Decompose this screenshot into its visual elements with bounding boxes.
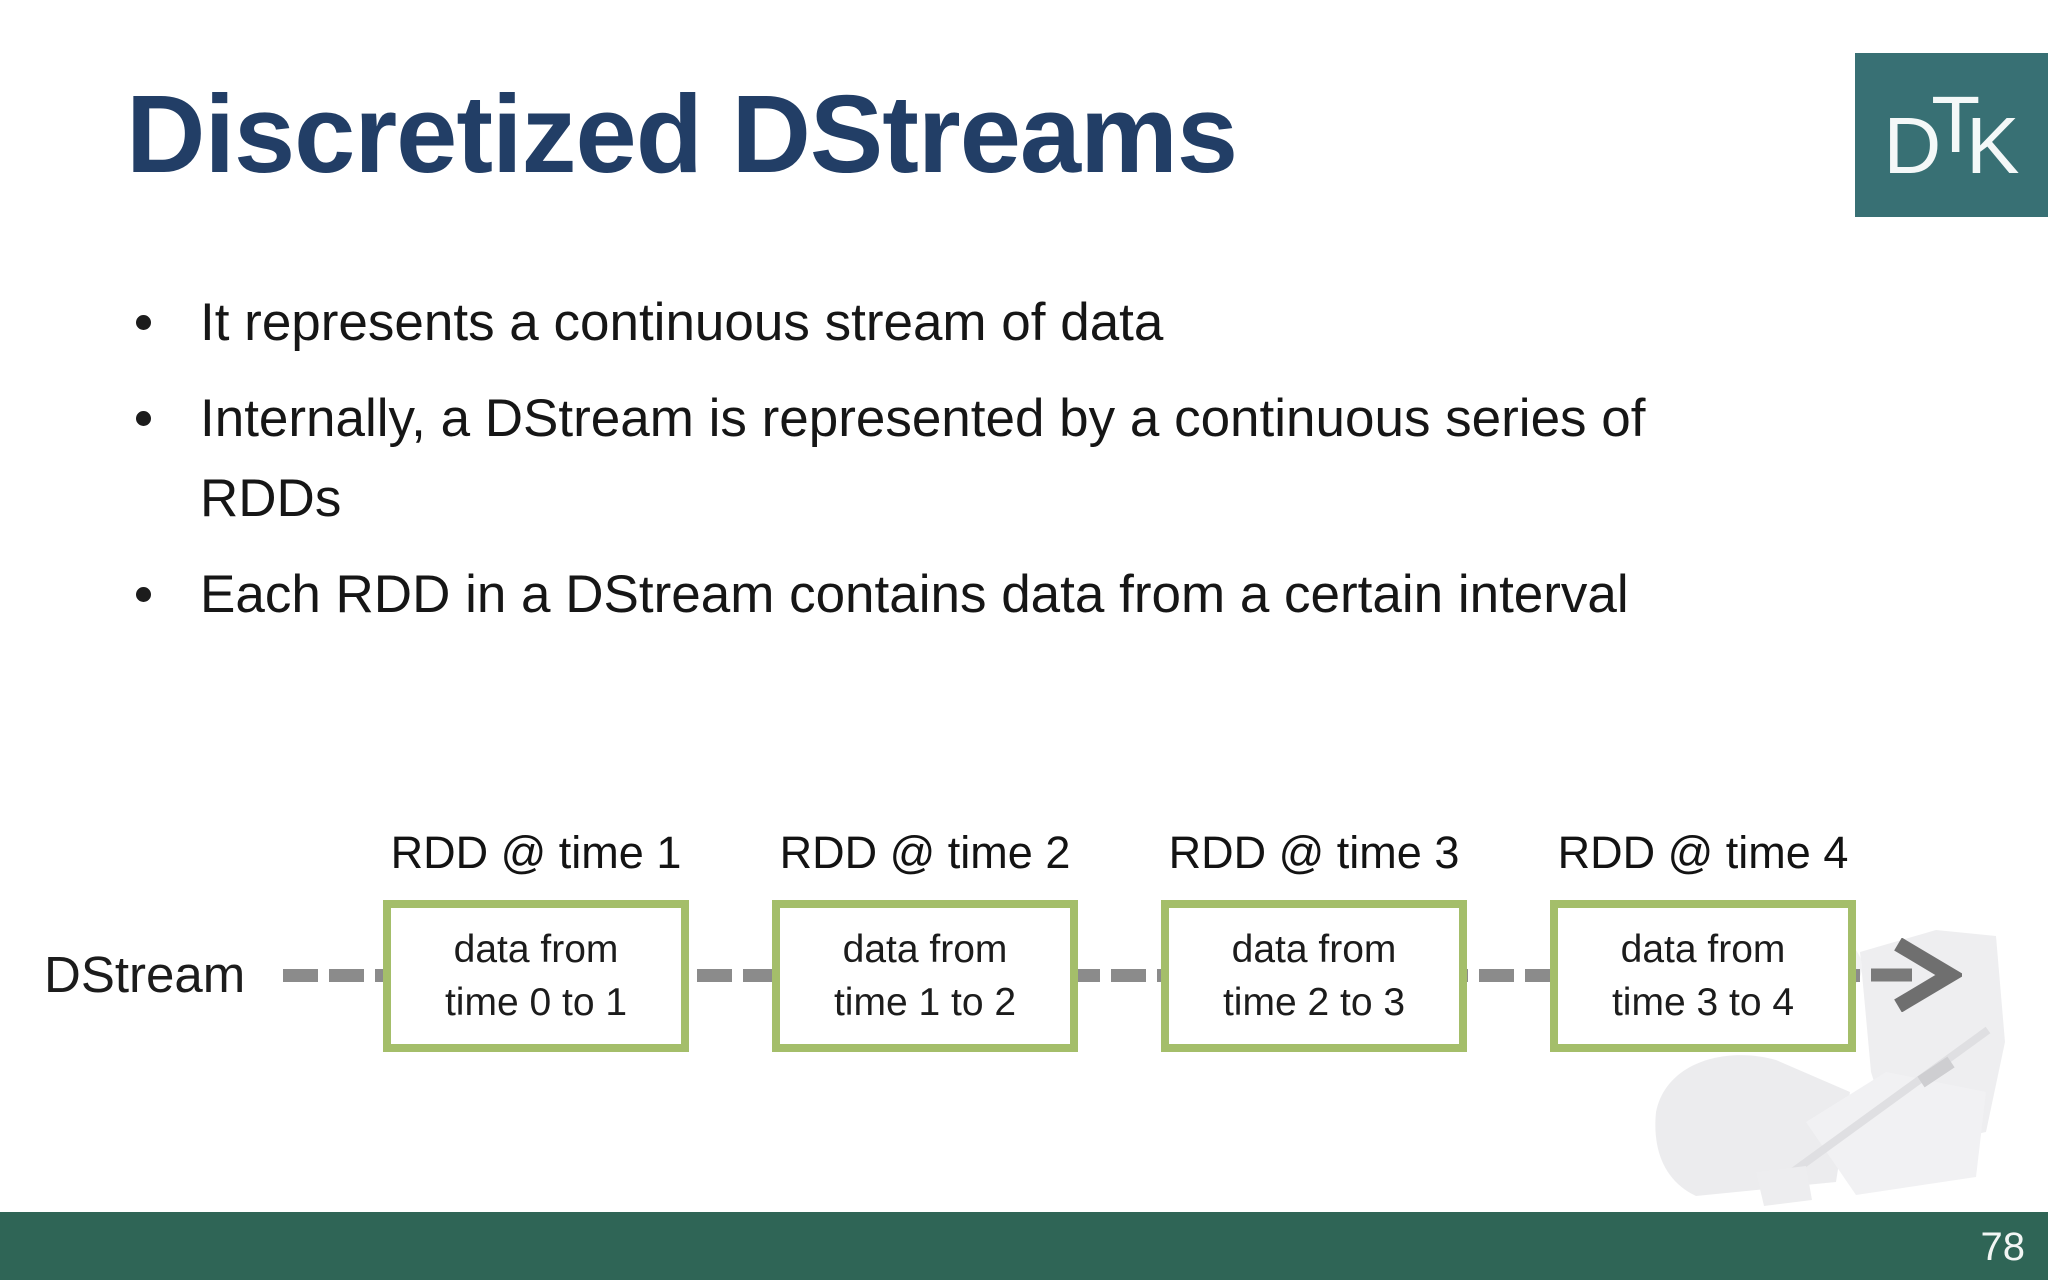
bullet-text: RDDs bbox=[200, 469, 342, 528]
bullet-item: It represents a continuous stream of dat… bbox=[128, 283, 1918, 363]
rdd-time-label: RDD @ time 4 bbox=[1557, 827, 1849, 878]
rdd-box-text-line: time 2 to 3 bbox=[1222, 981, 1406, 1024]
logo-letter-k: K bbox=[1966, 100, 2020, 190]
rdd-box: data from time 2 to 3 bbox=[1161, 900, 1467, 1052]
bullet-text: Each RDD in a DStream contains data from… bbox=[200, 565, 1629, 624]
bullet-dot-icon bbox=[136, 315, 151, 330]
rdd-box-text-line: data from bbox=[1231, 928, 1397, 971]
rdd-box: data from time 1 to 2 bbox=[772, 900, 1078, 1052]
rdd-box-text-line: data from bbox=[1620, 928, 1786, 971]
stream-arrow-icon bbox=[1871, 938, 1962, 1012]
rdd-box-text-line: time 3 to 4 bbox=[1611, 981, 1795, 1024]
logo-letter-t: T bbox=[1931, 79, 1981, 169]
dtk-logo-letters: D T K bbox=[1883, 79, 2020, 190]
logo-letter-d: D bbox=[1883, 100, 1942, 190]
bullet-dot-icon bbox=[136, 587, 151, 602]
rdd-time-label: RDD @ time 3 bbox=[1168, 827, 1460, 878]
rdd-time-label: RDD @ time 1 bbox=[390, 827, 682, 878]
bullet-dot-icon bbox=[136, 411, 151, 426]
watermark-ghost-image bbox=[1655, 930, 2005, 1206]
page-number: 78 bbox=[1980, 1225, 2026, 1269]
footer-bar: 78 bbox=[0, 1212, 2048, 1280]
page-title: Discretized DStreams bbox=[126, 73, 1238, 196]
dtk-logo: D T K bbox=[1855, 53, 2048, 217]
rdd-time-label: RDD @ time 2 bbox=[779, 827, 1071, 878]
dstream-label: DStream bbox=[44, 946, 246, 1003]
rdd-box-text-line: time 1 to 2 bbox=[833, 981, 1017, 1024]
bullet-text: It represents a continuous stream of dat… bbox=[200, 293, 1164, 352]
rdd-box: data from time 3 to 4 bbox=[1550, 900, 1856, 1052]
rdd-box-text-line: time 0 to 1 bbox=[444, 981, 628, 1024]
bullet-item: Internally, a DStream is represented by … bbox=[128, 379, 1918, 539]
rdd-box: data from time 0 to 1 bbox=[383, 900, 689, 1052]
bullet-item: Each RDD in a DStream contains data from… bbox=[128, 555, 1918, 635]
rdd-box-text-line: data from bbox=[453, 928, 619, 971]
bullet-text: Internally, a DStream is represented by … bbox=[200, 389, 1646, 448]
rdd-box-text-line: data from bbox=[842, 928, 1008, 971]
bullet-list: It represents a continuous stream of dat… bbox=[128, 283, 1918, 651]
